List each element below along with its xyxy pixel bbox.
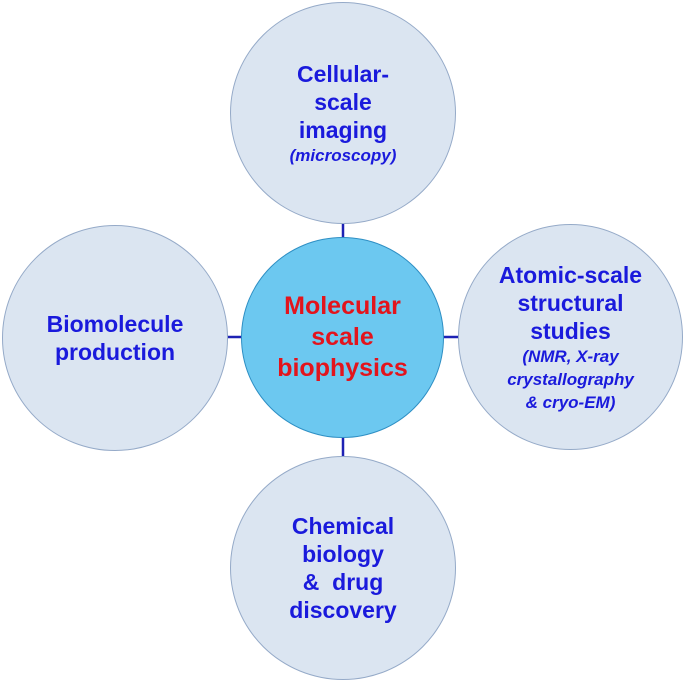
node-cellular-imaging: Cellular- scale imaging (microscopy) — [230, 2, 456, 224]
node-top-line-1: Cellular- — [296, 60, 390, 87]
node-bottom-line-2: biology — [302, 541, 384, 567]
node-top-sub-1: (microscopy) — [289, 145, 397, 165]
node-right-line-3: studies — [530, 317, 611, 344]
node-right-sub-2: crystallography — [507, 369, 634, 389]
node-atomic-structural-studies: Atomic-scale structural studies (NMR, X-… — [458, 224, 683, 450]
center-line-1: Molecular — [284, 292, 401, 320]
center-line-3: biophysics — [277, 354, 408, 382]
node-chemical-biology-drug-discovery: Chemical biology & drug discovery — [230, 456, 456, 680]
node-right-line-1: Atomic-scale — [498, 261, 643, 288]
node-left-line-2: production — [54, 339, 176, 365]
node-right-sub-1: (NMR, X-ray — [522, 346, 619, 366]
node-molecular-scale-biophysics: Molecular scale biophysics — [241, 237, 444, 438]
node-biomolecule-production: Biomolecule production — [2, 225, 228, 451]
node-bottom-line-4: discovery — [289, 597, 397, 623]
node-bottom-line-3: & drug — [302, 569, 384, 595]
center-line-2: scale — [311, 323, 374, 351]
node-top-line-3: imaging — [298, 116, 388, 143]
node-left-line-1: Biomolecule — [46, 311, 184, 337]
node-bottom-line-1: Chemical — [291, 513, 395, 539]
node-right-line-2: structural — [517, 289, 624, 316]
node-right-sub-3: & cryo-EM) — [525, 392, 616, 412]
node-top-line-2: scale — [314, 88, 372, 115]
